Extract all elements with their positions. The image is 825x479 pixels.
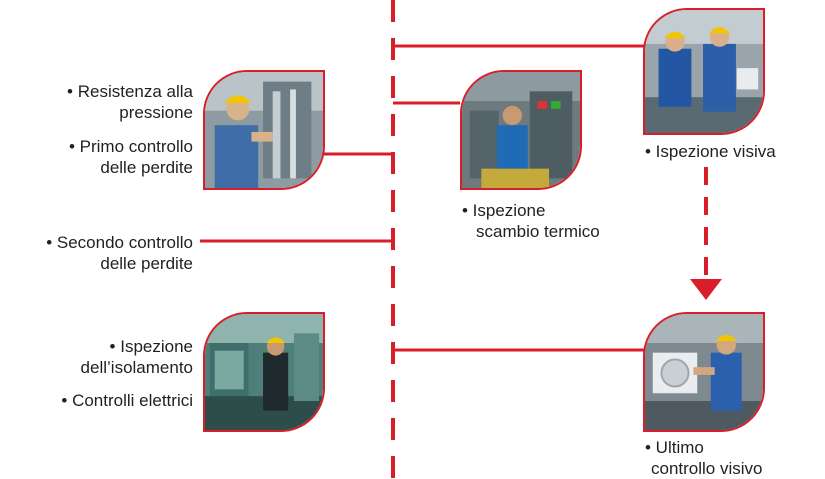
leak1-line-1: • Primo controllo [68,137,193,156]
worker-insulation-check-photo [203,312,325,432]
final-visual-line-2: controllo visivo [651,459,763,478]
final-visual-line-1: • Ultimo [645,438,704,457]
step-heat-exchange-label: • Ispezione scambio termico [462,200,600,242]
heat-exchange-line-2: scambio termico [476,222,600,241]
step-pressure-label: • Resistenza alla pressione • Primo cont… [67,81,193,178]
insulation-line-1: • Ispezione [109,337,193,356]
worker-heat-exchange-photo [460,70,582,190]
step-visual-label: • Ispezione visiva [645,141,776,162]
step-insulation-label: • Ispezione dell’isolamento • Controlli … [61,336,193,411]
arrow-down-icon [690,279,722,300]
pressure-line-2: pressione [119,103,193,122]
visual-line-1: • Ispezione visiva [645,142,776,161]
pressure-line-1: • Resistenza alla [67,82,193,101]
insulation-line-2: dell’isolamento [80,358,193,377]
electrical-line: • Controlli elettrici [61,391,193,410]
heat-exchange-line-1: • Ispezione [462,201,546,220]
worker-pressure-test-photo [203,70,325,190]
worker-visual-inspection-photo [643,8,765,135]
step-second-leak-label: • Secondo controllo delle perdite [46,232,193,274]
leak1-line-2: delle perdite [100,158,193,177]
second-leak-line-2: delle perdite [100,254,193,273]
second-leak-line-1: • Secondo controllo [46,233,193,252]
step-final-visual-label: • Ultimo controllo visivo [645,437,763,479]
worker-final-inspection-photo [643,312,765,432]
